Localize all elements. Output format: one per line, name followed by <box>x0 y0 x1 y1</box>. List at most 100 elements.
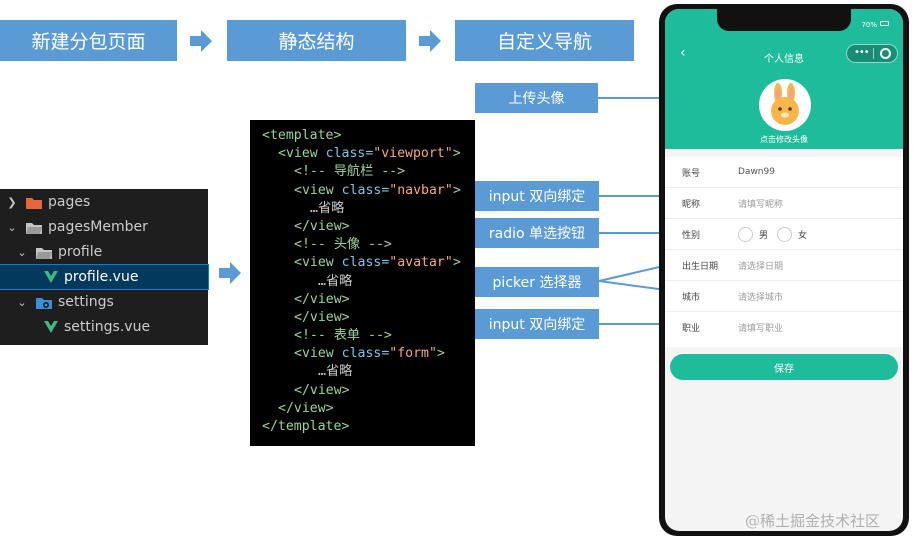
callout-picker: picker 选择器 <box>475 267 599 297</box>
phone-mockup: 70% ‹ 个人信息 ••• <box>659 4 909 536</box>
code-text: …省略 <box>318 273 353 289</box>
phone-screen: 70% ‹ 个人信息 ••• <box>665 9 903 531</box>
form-row-gender: 性别 男 女 <box>665 219 903 250</box>
tree-to-code-arrow-icon <box>219 262 241 284</box>
code-block: <template> <view class="viewport"> <!-- … <box>250 120 475 446</box>
step-arrow-2-icon <box>419 30 441 52</box>
code-attr: class= <box>325 146 374 162</box>
chevron-down-icon: ⌄ <box>7 220 17 234</box>
code-text: …省略 <box>310 200 345 216</box>
code-tag: > <box>452 146 461 162</box>
step-static-structure: 静态结构 <box>227 20 406 61</box>
more-dots-icon[interactable]: ••• <box>854 47 870 58</box>
tree-item-label: pages <box>48 194 91 210</box>
tree-item-label: settings.vue <box>64 319 151 335</box>
battery-text: 70% <box>861 21 877 29</box>
city-label: 城市 <box>682 292 701 303</box>
code-tag: </template> <box>262 419 350 434</box>
nickname-input[interactable]: 请填写昵称 <box>738 199 784 210</box>
tree-item-label: pagesMember <box>48 219 148 235</box>
callout-input-bind-nickname: input 双向绑定 <box>475 181 599 211</box>
tree-item-settings[interactable]: ⌄ settings <box>0 290 208 314</box>
callout-upload-avatar: 上传头像 <box>475 83 598 113</box>
job-input[interactable]: 请填写职业 <box>738 324 784 334</box>
city-picker[interactable]: 请选择城市 <box>738 292 784 303</box>
code-tag: </view> <box>294 291 350 307</box>
code-tag: </view> <box>278 400 334 416</box>
form-row-job[interactable]: 职业 请填写职业 <box>665 312 903 343</box>
code-tag: <template> <box>262 128 342 143</box>
phone-notch <box>717 9 851 31</box>
gender-male-label: 男 <box>759 230 769 241</box>
back-icon[interactable]: ‹ <box>680 45 686 61</box>
folder-red-icon <box>26 197 42 209</box>
tree-item-pagesmember[interactable]: ⌄ pagesMember <box>0 215 208 239</box>
chevron-right-icon: ❯ <box>7 195 17 209</box>
gender-female-label: 女 <box>798 230 808 241</box>
callout-input-bind-job: input 双向绑定 <box>475 309 599 339</box>
nickname-label: 昵称 <box>682 199 701 210</box>
radio-female[interactable] <box>777 227 792 242</box>
capsule-divider <box>873 48 874 59</box>
code-tag: <view <box>294 255 342 271</box>
code-string: "avatar" <box>389 255 453 271</box>
page-title: 个人信息 <box>764 54 804 65</box>
account-value: Dawn99 <box>738 167 775 177</box>
code-tag: > <box>436 346 445 362</box>
code-tag: > <box>452 182 461 198</box>
folder-open-icon <box>36 247 52 259</box>
profile-header: 70% ‹ 个人信息 ••• <box>665 9 903 149</box>
watermark: @稀土掘金技术社区 <box>745 512 881 530</box>
form-row-city[interactable]: 城市 请选择城市 <box>665 281 903 312</box>
avatar-caption[interactable]: 点击修改头像 <box>760 135 808 144</box>
step-custom-navbar: 自定义导航 <box>455 20 634 61</box>
job-label: 职业 <box>682 324 701 334</box>
tree-item-pages[interactable]: ❯ pages <box>0 190 208 214</box>
step-new-subpackage: 新建分包页面 <box>0 20 177 61</box>
vue-file-icon <box>44 321 58 333</box>
code-attr: class= <box>341 255 390 271</box>
avatar[interactable] <box>759 79 811 131</box>
gender-label: 性别 <box>682 230 701 241</box>
code-tag: <view <box>294 346 342 362</box>
callout-radio: radio 单选按钮 <box>475 218 599 248</box>
close-mini-program-icon[interactable] <box>880 48 891 59</box>
file-explorer: ❯ pages ⌄ pagesMember ⌄ profile profile.… <box>0 189 209 345</box>
form-row-nickname[interactable]: 昵称 请填写昵称 <box>665 188 903 219</box>
code-comment: <!-- 头像 --> <box>294 237 392 253</box>
vue-file-icon <box>44 271 58 283</box>
save-button[interactable]: 保存 <box>670 354 898 380</box>
tree-item-label: profile <box>58 244 103 260</box>
account-label: 账号 <box>682 168 701 179</box>
tree-item-profile-vue[interactable]: profile.vue <box>0 264 209 290</box>
code-attr: class= <box>341 182 390 198</box>
capsule-menu[interactable]: ••• <box>846 44 898 63</box>
birthday-label: 出生日期 <box>682 261 719 272</box>
code-tag: <view <box>294 182 342 198</box>
code-string: "form" <box>389 346 437 362</box>
profile-form: 账号 Dawn99 昵称 请填写昵称 性别 男 女 出生日期 请选择日期 <box>665 157 903 347</box>
form-row-account: 账号 Dawn99 <box>665 157 903 188</box>
battery-icon <box>880 21 889 26</box>
birthday-picker[interactable]: 请选择日期 <box>738 261 784 272</box>
tree-item-label: profile.vue <box>64 269 139 285</box>
code-text: …省略 <box>318 364 353 380</box>
chevron-down-icon: ⌄ <box>17 245 27 259</box>
code-tag: </view> <box>294 309 350 325</box>
code-comment: <!-- 表单 --> <box>294 328 392 344</box>
tree-item-label: settings <box>58 294 114 310</box>
tree-item-profile[interactable]: ⌄ profile <box>0 240 208 264</box>
step-arrow-1-icon <box>190 30 212 52</box>
code-tag: </view> <box>294 382 350 398</box>
chevron-down-icon: ⌄ <box>17 295 27 309</box>
form-row-birthday[interactable]: 出生日期 请选择日期 <box>665 250 903 281</box>
code-tag: <view <box>278 146 326 162</box>
code-tag: > <box>452 255 461 271</box>
code-string: "navbar" <box>389 182 453 198</box>
tree-item-settings-vue[interactable]: settings.vue <box>0 315 208 339</box>
code-tag: </view> <box>294 218 350 234</box>
code-string: "viewport" <box>373 146 453 162</box>
radio-male[interactable] <box>738 227 753 242</box>
code-attr: class= <box>341 346 390 362</box>
